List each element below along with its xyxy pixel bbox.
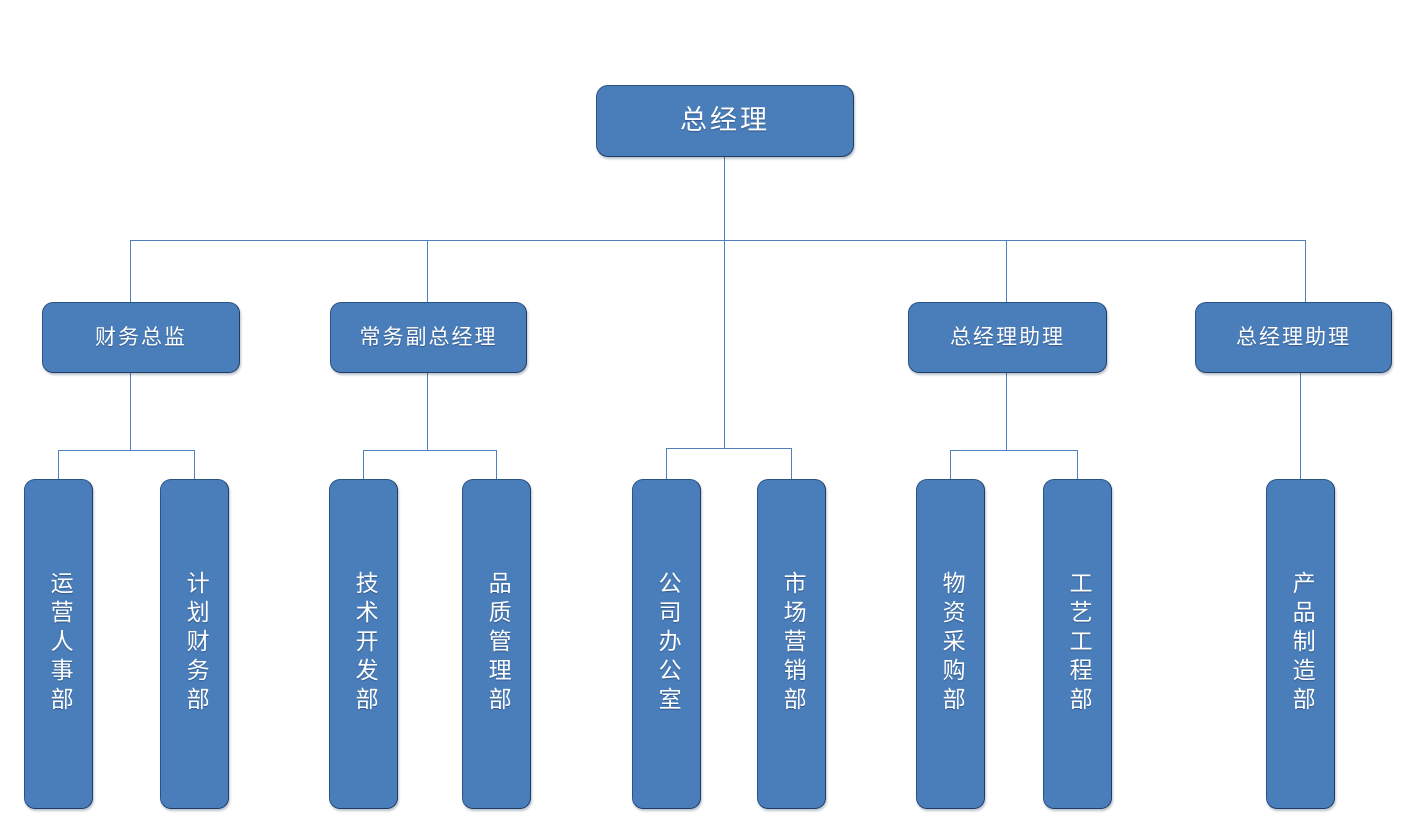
node-product-manufacturing-dept[interactable]: 产品制造部 [1266,479,1335,809]
connector-finance-director-stem [130,373,131,450]
node-label: 计划财务部 [182,570,209,716]
node-executive-deputy-general-manager[interactable]: 常务副总经理 [330,302,527,373]
node-label: 品质管理部 [484,570,511,716]
connector-gm-assistant-1-stem [1006,373,1007,450]
connector-gm-assistant-1-bar [950,450,1077,451]
node-tech-development-dept[interactable]: 技术开发部 [329,479,398,809]
node-label: 总经理 [680,105,770,137]
node-procurement-dept[interactable]: 物资采购部 [916,479,985,809]
connector-deputy-gm-stem [427,373,428,450]
node-label: 工艺工程部 [1065,570,1092,716]
connector-gm-direct-bar [666,448,791,449]
connector-level1-bus [130,240,1305,241]
node-label: 公司办公室 [654,570,681,716]
node-label: 产品制造部 [1288,570,1315,716]
connector-to-planning-finance-dept [194,450,195,480]
node-label: 总经理助理 [1236,325,1351,350]
node-label: 市场营销部 [779,570,806,716]
connector-to-finance-director [130,240,131,302]
node-general-manager[interactable]: 总经理 [596,85,854,157]
connector-gm-assistant-2-stem [1300,373,1301,480]
connector-finance-director-bar [58,450,194,451]
node-label: 运营人事部 [46,570,73,716]
connector-to-deputy-gm [427,240,428,302]
connector-to-procurement-dept [950,450,951,480]
node-planning-finance-dept[interactable]: 计划财务部 [160,479,229,809]
node-operations-hr-dept[interactable]: 运营人事部 [24,479,93,809]
connector-deputy-gm-bar [363,450,496,451]
node-label: 常务副总经理 [359,325,498,350]
connector-to-tech-development-dept [363,450,364,480]
node-general-manager-assistant-2[interactable]: 总经理助理 [1195,302,1392,373]
node-label: 总经理助理 [950,325,1065,350]
connector-to-gm-assistant-2 [1305,240,1306,302]
node-company-office[interactable]: 公司办公室 [632,479,701,809]
node-finance-director[interactable]: 财务总监 [42,302,240,373]
node-label: 技术开发部 [351,570,378,716]
node-general-manager-assistant-1[interactable]: 总经理助理 [908,302,1107,373]
node-label: 财务总监 [95,325,187,350]
node-process-engineering-dept[interactable]: 工艺工程部 [1043,479,1112,809]
connector-to-gm-assistant-1 [1006,240,1007,302]
connector-to-company-office [666,448,667,480]
connector-to-process-engineering-dept [1077,450,1078,480]
connector-to-quality-management-dept [496,450,497,480]
node-label: 物资采购部 [938,570,965,716]
node-marketing-dept[interactable]: 市场营销部 [757,479,826,809]
connector-to-marketing-dept [791,448,792,480]
connector-root-stem [724,157,725,449]
node-quality-management-dept[interactable]: 品质管理部 [462,479,531,809]
connector-to-operations-hr-dept [58,450,59,480]
